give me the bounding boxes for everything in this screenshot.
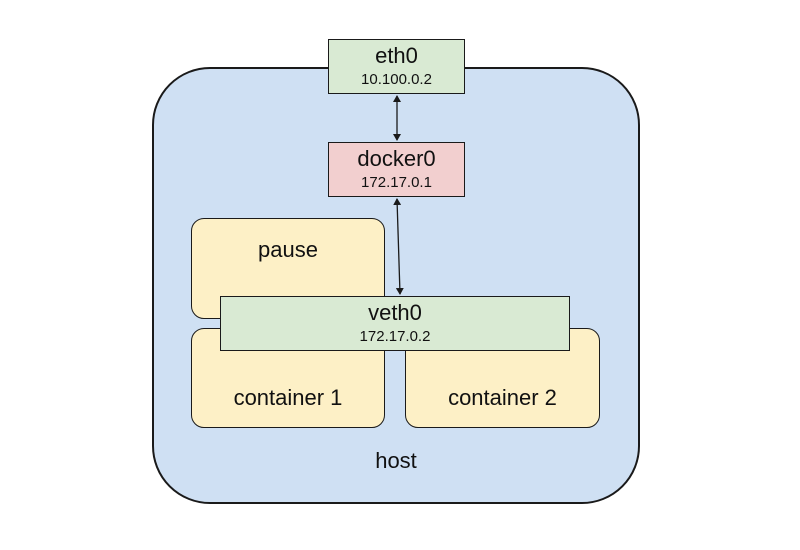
docker0-ip: 172.17.0.1	[361, 174, 432, 191]
docker0-bridge: docker0 172.17.0.1	[328, 142, 465, 197]
pause-label: pause	[258, 237, 318, 262]
eth0-interface: eth0 10.100.0.2	[328, 39, 465, 94]
docker0-name: docker0	[357, 146, 436, 171]
container-1-label: container 1	[233, 385, 343, 410]
eth0-name: eth0	[375, 43, 418, 68]
veth0-ip: 172.17.0.2	[359, 328, 431, 345]
veth0-interface: veth0 172.17.0.2	[220, 296, 570, 351]
eth0-ip: 10.100.0.2	[361, 71, 432, 88]
host-label: host	[375, 448, 417, 473]
container-2-label: container 2	[448, 385, 557, 410]
veth0-name: veth0	[368, 300, 422, 325]
